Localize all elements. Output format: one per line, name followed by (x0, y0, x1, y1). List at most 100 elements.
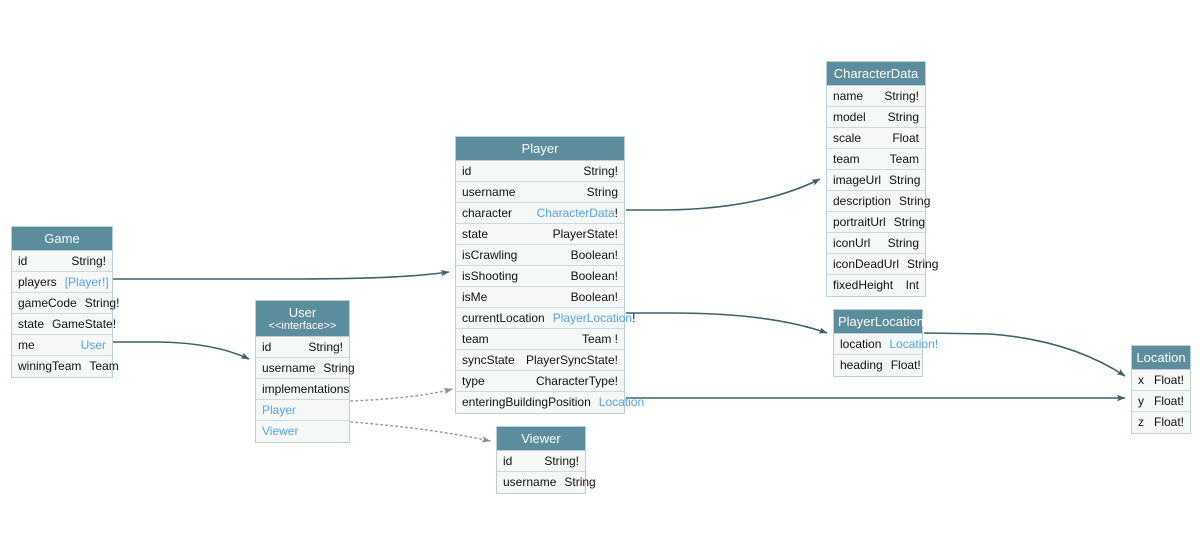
field-row[interactable]: isShooting Boolean! (456, 266, 624, 287)
field-row[interactable]: id String! (497, 451, 585, 472)
field-name: id (503, 453, 513, 468)
field-row[interactable]: portraitUrl String (827, 212, 925, 233)
field-type: String (323, 360, 355, 375)
field-row[interactable]: isCrawling Boolean! (456, 245, 624, 266)
edge-user-implements-viewer (350, 421, 491, 443)
field-row[interactable]: heading Float! (834, 355, 922, 376)
implementation-row-viewer[interactable]: Viewer (256, 421, 349, 442)
entity-playerlocation[interactable]: PlayerLocation location Location! headin… (833, 309, 938, 377)
field-type: Team (89, 359, 119, 373)
field-row[interactable]: team Team ! (456, 329, 624, 350)
field-type[interactable]: Location (598, 395, 645, 409)
field-row[interactable]: fixedHeight Int (827, 275, 925, 296)
field-type-group[interactable]: CharacterData! (529, 205, 618, 220)
field-row[interactable]: currentLocation PlayerLocation! (456, 308, 635, 329)
entity-user-title: User <<interface>> (256, 301, 349, 337)
field-row[interactable]: team Team (827, 149, 925, 170)
field-type: CharacterType! (535, 373, 618, 388)
field-name: id (262, 339, 272, 354)
field-row[interactable]: me User (12, 335, 112, 356)
field-row[interactable]: character CharacterData! (456, 203, 624, 224)
field-type: String! (308, 339, 343, 354)
field-name: enteringBuildingPosition (462, 395, 591, 409)
entity-player-title: Player (456, 137, 624, 161)
field-type[interactable]: Location! (889, 336, 939, 351)
field-type: String (887, 235, 919, 250)
field-row[interactable]: id String! (256, 337, 349, 358)
edge-playerlocation-location-to-location (923, 332, 1126, 377)
field-row[interactable]: model String (827, 107, 925, 128)
field-name: username (462, 184, 516, 199)
field-name: syncState (462, 352, 515, 367)
field-row[interactable]: username String (456, 182, 624, 203)
field-row[interactable]: winingTeam Team (12, 356, 119, 377)
field-row[interactable]: id String! (12, 251, 112, 272)
non-null-marker: ! (614, 205, 618, 220)
field-row[interactable]: id String! (456, 161, 624, 182)
field-name: model (833, 109, 866, 124)
field-type: Boolean! (570, 247, 618, 262)
field-name: id (462, 163, 472, 178)
field-row[interactable]: username String (497, 472, 596, 493)
entity-viewer[interactable]: Viewer id String! username String (496, 426, 596, 494)
field-name: y (1138, 393, 1144, 408)
field-row[interactable]: state PlayerState! (456, 224, 624, 245)
field-name: description (833, 193, 892, 208)
implementation-row-player[interactable]: Player (256, 400, 349, 421)
field-row[interactable]: players [Player!] (12, 272, 112, 293)
entity-viewer-title: Viewer (497, 427, 585, 451)
field-name: character (462, 205, 513, 220)
field-row[interactable]: iconUrl String (827, 233, 925, 254)
field-row[interactable]: iconDeadUrl String (827, 254, 938, 275)
entity-game[interactable]: Game id String! players [Player!] gameCo… (11, 226, 119, 378)
field-row[interactable]: imageUrl String (827, 170, 925, 191)
field-type: String (899, 193, 931, 208)
field-row[interactable]: type CharacterType! (456, 371, 624, 392)
field-type: String (564, 475, 596, 489)
field-name: username (262, 360, 316, 375)
field-type: Float (892, 130, 919, 145)
field-type: Team (889, 151, 919, 166)
field-name: state (18, 316, 45, 331)
implementations-header: implementations (256, 379, 349, 400)
field-row[interactable]: syncState PlayerSyncState! (456, 350, 624, 371)
field-row[interactable]: x Float! (1132, 370, 1190, 391)
implementation-name[interactable]: Viewer (262, 424, 299, 438)
field-type[interactable]: PlayerLocation (552, 310, 633, 325)
field-name: isCrawling (462, 247, 518, 262)
field-row[interactable]: description String (827, 191, 930, 212)
field-row[interactable]: enteringBuildingPosition Location (456, 392, 644, 413)
field-name: me (18, 337, 35, 352)
field-row[interactable]: gameCode String! (12, 293, 119, 314)
field-row[interactable]: name String! (827, 86, 925, 107)
field-row[interactable]: location Location! (834, 334, 938, 355)
field-row[interactable]: state GameState! (12, 314, 116, 335)
field-name: z (1138, 415, 1144, 429)
implementation-name[interactable]: Player (262, 402, 297, 417)
field-type: String! (544, 453, 579, 468)
entity-location-title: Location (1132, 346, 1190, 370)
field-type: Int (905, 278, 919, 292)
field-row[interactable]: isMe Boolean! (456, 287, 624, 308)
field-type[interactable]: User (80, 337, 106, 352)
field-type-group[interactable]: PlayerLocation! (545, 310, 636, 325)
field-name: iconDeadUrl (833, 256, 900, 271)
entity-player[interactable]: Player id String! username String charac… (455, 136, 644, 414)
field-row[interactable]: y Float! (1132, 391, 1190, 412)
field-row[interactable]: z Float! (1132, 412, 1190, 433)
edge-user-implements-player (350, 388, 453, 402)
field-type: String (889, 172, 921, 187)
entity-characterdata[interactable]: CharacterData name String! model String … (826, 61, 938, 297)
entity-user[interactable]: User <<interface>> id String! username S… (255, 300, 355, 443)
field-type[interactable]: CharacterData (536, 205, 615, 220)
field-name: portraitUrl (833, 214, 886, 229)
field-name: iconUrl (833, 235, 871, 250)
field-name: currentLocation (462, 310, 545, 325)
field-row[interactable]: username String (256, 358, 355, 379)
field-row[interactable]: scale Float (827, 128, 925, 149)
field-type: String! (71, 253, 106, 268)
field-type[interactable]: [Player!] (64, 274, 109, 289)
entity-location[interactable]: Location x Float! y Float! z Float! (1131, 345, 1191, 434)
field-name: fixedHeight (833, 278, 894, 292)
